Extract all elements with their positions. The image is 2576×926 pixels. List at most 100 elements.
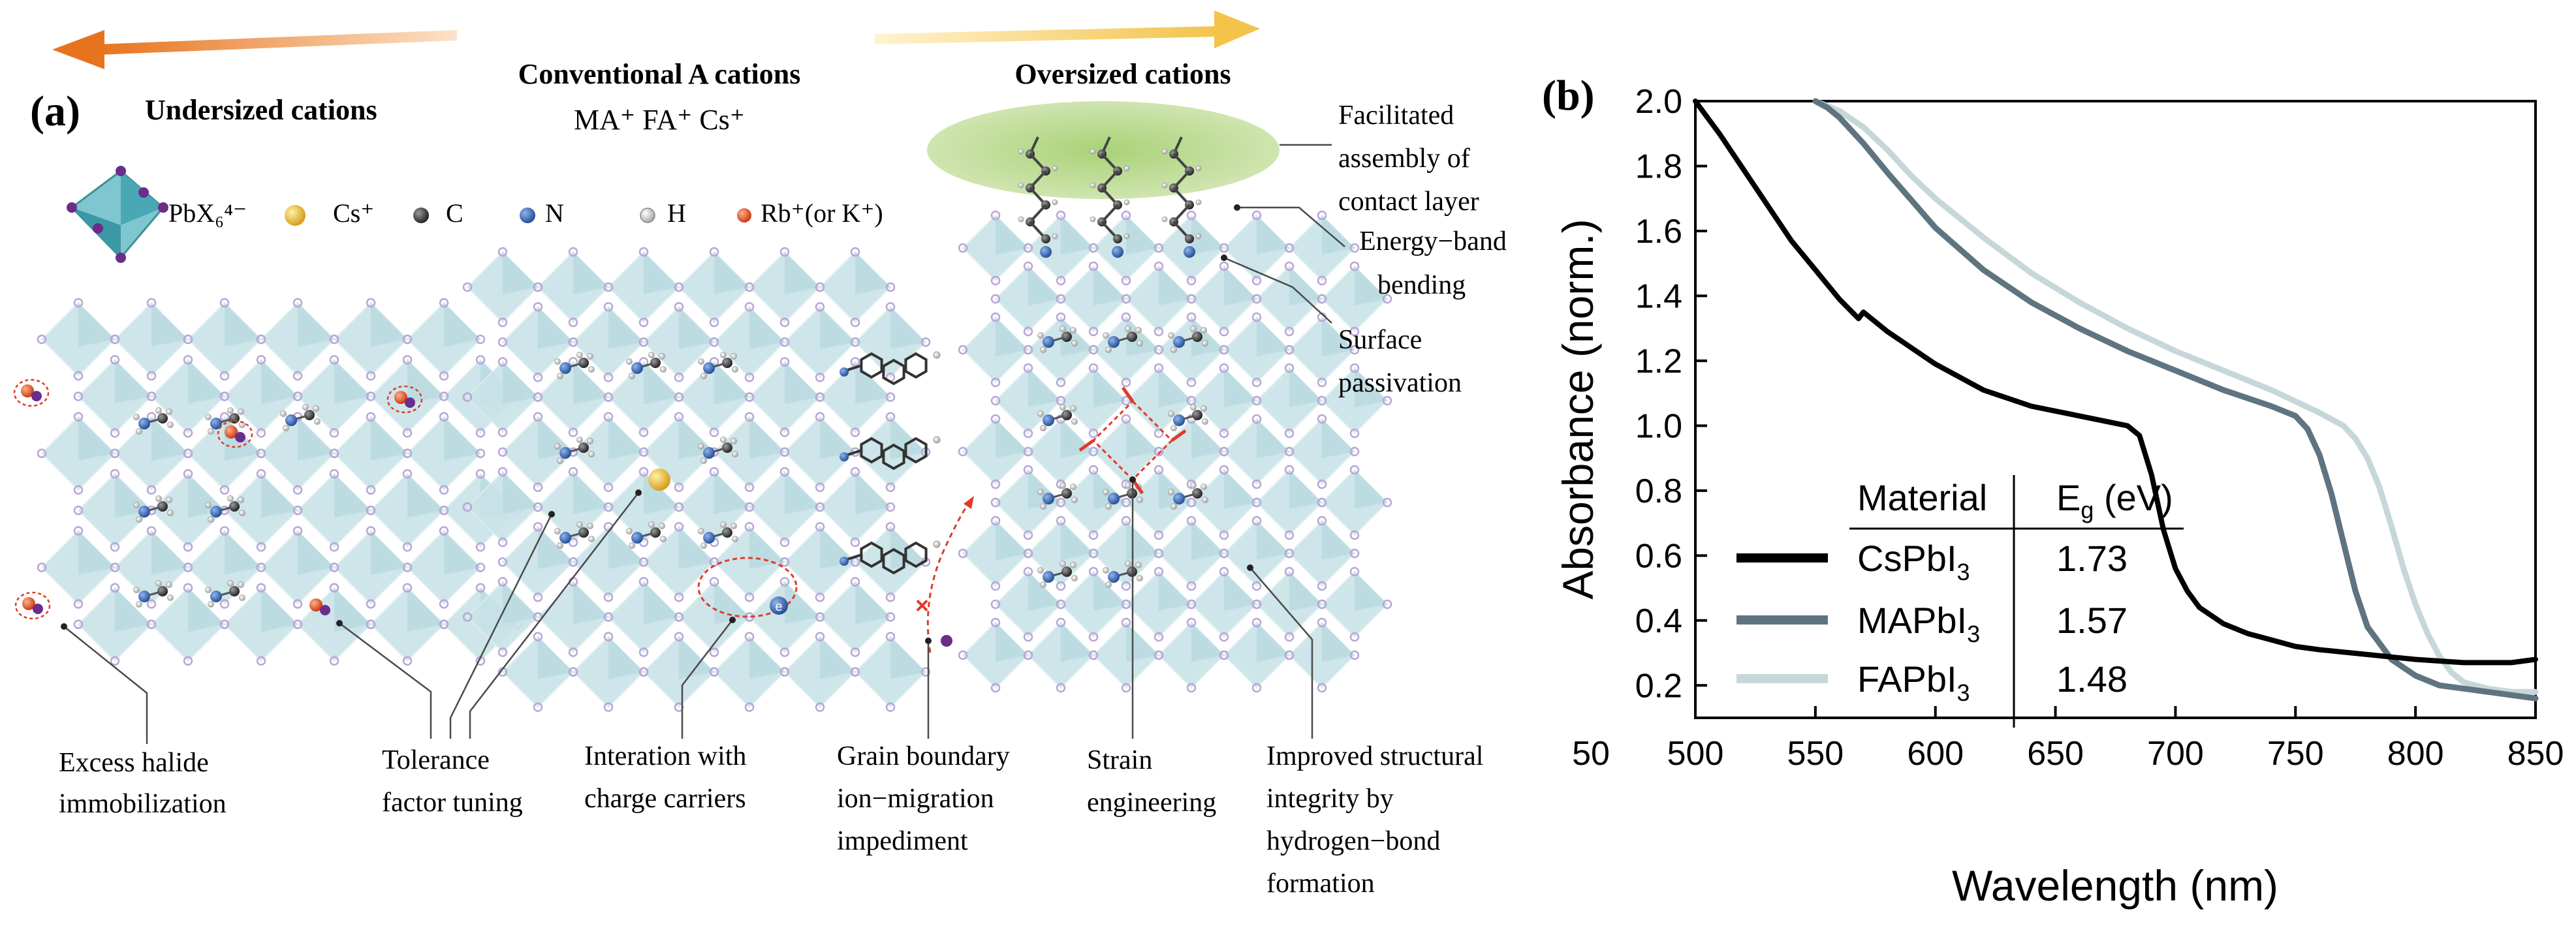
cation-c-atom [1061,332,1072,342]
octahedron-shade [1224,572,1257,611]
halide-site [885,502,896,512]
cation-h-atom [1040,425,1046,431]
halide-site [709,427,719,437]
cation-h-atom [1135,327,1142,333]
cation-h-atom [227,495,234,502]
x-tick-label: 800 [2387,735,2444,773]
halide-site [402,563,413,572]
octahedron-shade [1224,266,1257,305]
halide-site [110,334,120,345]
cation-h-atom [588,451,595,457]
halide-site [638,427,649,437]
callout-tolerance: Tolerance factor tuning [382,745,523,818]
cation-h-atom [166,581,172,588]
cation-h-atom [626,528,633,534]
octahedron-shade [1289,266,1322,305]
halide-site [1284,345,1295,355]
alkyl-h-atom [1195,233,1202,239]
halide-site [1251,581,1262,591]
bandgap-table: Material Eg (eV) CsPbI3 1.73 MAPbI3 1.57… [1736,475,2184,728]
cation-n-atom [138,591,150,602]
cation-h-atom [1037,332,1044,339]
halide-site [1219,243,1229,253]
halide-site [850,317,860,328]
halide-site [1284,326,1295,337]
halide-site [439,485,449,495]
halide-line-2: immobilization [59,789,227,819]
halide-site [1219,632,1229,642]
halide-site [256,563,266,572]
octahedron-shade [1224,470,1257,509]
halide-site [475,428,486,438]
cation-h-atom [1103,567,1109,574]
cation-h-atom [1037,489,1044,495]
halide-site [1154,530,1164,540]
cation-h-atom [1202,340,1208,347]
octahedron-shade [188,360,225,404]
halide-site [1121,683,1131,693]
cation-h-atom [1137,340,1143,347]
halide-site [1219,326,1229,337]
cation-h-atom [238,581,244,588]
halide-site [1121,395,1131,406]
cation-h-atom [732,451,738,457]
halide-site [850,467,860,477]
halide-site [779,577,790,587]
octahedron-shade [1257,215,1289,255]
cation-n-atom [1173,493,1185,504]
halide-site [146,371,157,381]
halide-site [674,301,684,312]
halide-site [497,467,508,477]
halide-site [1088,446,1099,457]
alkyl-h-atom [1123,165,1130,172]
halide-site [1023,650,1033,660]
halide-site [292,619,303,630]
oversized-trend-arrow [875,10,1260,48]
halide-site [292,526,303,536]
halide-site [709,337,719,347]
grain-boundary-molecules [840,351,941,575]
halide-site [1154,345,1164,355]
cation-h-atom [302,404,309,410]
halide-site [1317,414,1327,424]
molecule-n-atom [840,367,849,377]
cation-n-atom [210,591,222,602]
octahedron-shade [785,252,820,294]
strain-line-1: Strain [1087,745,1152,775]
halide-site [402,656,413,666]
halide-site [1088,650,1099,660]
octahedron-shade [573,581,608,625]
cation-h-atom [700,457,707,464]
octahedron-shade [996,317,1028,356]
halide-site [329,563,339,572]
rb-ion [225,425,238,439]
cation-h-atom [1071,575,1078,581]
halide-site [885,521,896,532]
halide-site [603,372,614,382]
cation-c-atom [722,442,732,453]
halide-site [497,317,508,328]
halide-site [329,448,339,458]
halide-site [1317,479,1327,489]
halide-site [990,516,1001,526]
cation-c-atom [1061,566,1072,577]
passivation-line-2: passivation [1338,368,1462,398]
cation-h-atom [1103,332,1109,339]
y-tick-label: 0.6 [1635,537,1682,575]
halide-site [1382,395,1392,406]
halide-site [958,548,968,559]
legend-c-label: C [446,198,463,228]
halide-site [779,247,790,257]
cation-c-atom [722,527,732,538]
cation-n-atom [703,532,715,544]
cation-h-atom [1170,503,1177,510]
cation-n-atom [1108,571,1120,583]
halide-site [990,294,1001,304]
halide-site [1154,363,1164,373]
halide-site [402,448,413,458]
halide-site [497,337,508,347]
halide-site [603,392,614,402]
halide-site [475,542,486,552]
halide-site [1317,210,1327,221]
